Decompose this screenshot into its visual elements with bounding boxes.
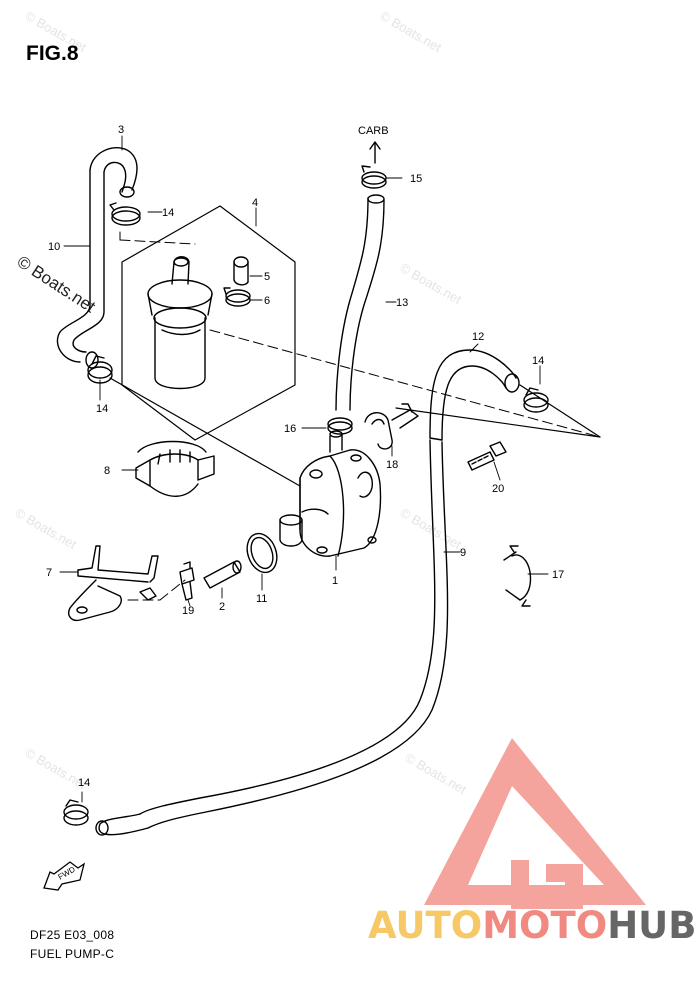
callout-2: 2: [219, 601, 225, 613]
leader-guides: [119, 231, 601, 601]
callout-19: 19: [182, 605, 194, 617]
brand-logo-triangle: [424, 738, 646, 909]
clip-17: [503, 545, 532, 607]
hose-10: [56, 147, 138, 369]
callout-labels: 3 14 4 5 6 10 14 13 15 CARB 12 14 16 18 …: [46, 124, 564, 789]
clamp-15: [361, 165, 387, 189]
callout-16: 16: [284, 423, 296, 435]
brand-wordmark: AUTOMOTOHUB: [368, 904, 696, 947]
footer-title: FUEL PUMP-C: [30, 947, 115, 961]
hose-9: [95, 349, 520, 836]
hose-5: [233, 256, 249, 286]
clamp-16: [327, 417, 353, 435]
bracket-7: [68, 545, 159, 622]
callout-11: 11: [256, 593, 267, 605]
callout-8: 8: [104, 465, 110, 477]
callout-4: 4: [252, 197, 258, 209]
callout-13: 13: [396, 297, 408, 309]
callout-10: 10: [48, 241, 60, 253]
callout-15: 15: [410, 173, 422, 185]
callout-14: 14: [162, 207, 174, 219]
clip-18: [364, 403, 419, 450]
callout-14: 14: [532, 355, 544, 367]
brand-hub: HUB: [607, 904, 696, 947]
clamp-14: [523, 387, 549, 413]
leader-lines: [59, 135, 549, 803]
clamp-14: [87, 355, 113, 384]
clamp-14: [109, 202, 141, 226]
callout-17: 17: [552, 569, 564, 581]
fwd-arrow-icon: FWD: [43, 861, 86, 891]
bolt-19: [179, 561, 195, 601]
callout-7: 7: [46, 567, 52, 579]
o-ring-11: [246, 532, 278, 574]
callout-3: 3: [118, 124, 124, 136]
callout-6: 6: [264, 295, 270, 307]
callout-12: 12: [472, 331, 484, 343]
bolt-20: [467, 441, 507, 471]
fuel-filter: [147, 256, 213, 390]
footer-code: DF25 E03_008: [30, 928, 115, 942]
figure-title: FIG.8: [26, 42, 79, 65]
callout-20: 20: [492, 483, 504, 495]
callout-9: 9: [460, 547, 466, 559]
callout-5: 5: [264, 271, 270, 283]
hose-13: [335, 194, 385, 411]
brand-auto: AUTO: [368, 904, 483, 947]
brand-moto: MOTO: [482, 904, 608, 947]
clamp-6: [223, 287, 251, 307]
callout-14: 14: [96, 403, 108, 415]
fuel-pump: [279, 430, 382, 557]
callout-1: 1: [332, 575, 338, 587]
bracket-8: [135, 440, 215, 497]
hose-2: [203, 560, 242, 589]
callout-14: 14: [78, 777, 90, 789]
carb-label: CARB: [358, 125, 389, 137]
clamp-14: [63, 799, 89, 826]
callout-18: 18: [386, 459, 398, 471]
filter-box: [121, 205, 296, 441]
